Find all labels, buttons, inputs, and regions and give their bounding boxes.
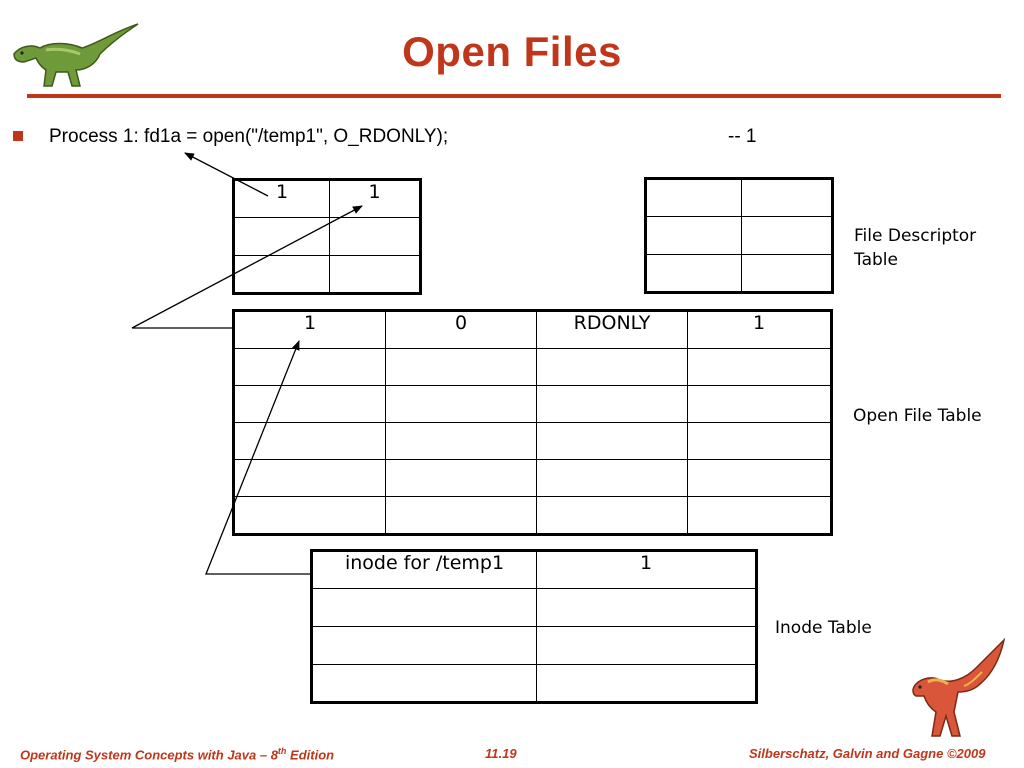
open-file-cell: RDONLY — [536, 310, 688, 349]
footer-right: Silberschatz, Galvin and Gagne ©2009 — [749, 746, 986, 761]
open-file-cell — [385, 385, 537, 423]
title-divider — [27, 94, 1001, 98]
inode-table: inode for /temp1 1 — [310, 549, 758, 704]
fd-table-process2 — [644, 177, 834, 294]
inode-cell: 1 — [536, 550, 757, 589]
green-dinosaur-icon — [13, 23, 139, 87]
bullet-text: Process 1: fd1a = open("/temp1", O_RDONL… — [49, 126, 449, 147]
fd-cell — [233, 217, 330, 256]
open-file-cell — [536, 496, 688, 535]
open-file-cell — [687, 496, 832, 535]
fd-cell — [741, 254, 833, 293]
fd-cell — [645, 178, 742, 217]
open-file-table-label: Open File Table — [853, 406, 982, 426]
fd-cell — [741, 178, 833, 217]
open-file-cell: 1 — [687, 310, 832, 349]
footer-left-suffix: Edition — [286, 747, 335, 763]
fd-cell — [233, 255, 330, 294]
open-file-cell — [233, 348, 386, 386]
inode-cell — [311, 588, 537, 627]
fd-cell — [329, 217, 421, 256]
open-file-cell — [687, 422, 832, 460]
fd-cell — [645, 216, 742, 255]
arrow-openfile-to-fd — [131, 205, 363, 329]
fd-cell: 1 — [329, 179, 421, 218]
arrow-inode-to-openfile — [205, 340, 310, 575]
bullet-note: -- 1 — [728, 126, 757, 147]
footer-left-sup: th — [277, 746, 287, 756]
inode-cell — [536, 664, 757, 703]
open-file-table: 1 0 RDONLY 1 — [232, 309, 833, 536]
page-title: Open Files — [402, 28, 622, 75]
inode-cell — [311, 664, 537, 703]
fd-table-process1: 1 1 — [232, 178, 422, 295]
arrow-fd-to-variable — [184, 152, 269, 197]
open-file-cell — [536, 348, 688, 386]
footer-page-number: 11.19 — [485, 746, 517, 761]
open-file-cell — [233, 459, 386, 497]
open-file-cell — [385, 496, 537, 535]
open-file-cell — [233, 385, 386, 423]
open-file-cell — [233, 496, 386, 535]
fd-cell — [741, 216, 833, 255]
open-file-cell: 0 — [385, 310, 537, 349]
fd-table-label: File Descriptor Table — [854, 224, 976, 272]
fd-cell — [329, 255, 421, 294]
footer-left-prefix: Operating System Concepts with Java – 8 — [20, 747, 278, 763]
footer-left: Operating System Concepts with Java – 8t… — [20, 746, 334, 762]
red-dinosaur-icon — [912, 638, 1006, 737]
inode-table-label: Inode Table — [775, 618, 872, 638]
bullet-square-icon — [13, 131, 23, 141]
fd-table-label-line1: File Descriptor — [854, 226, 977, 246]
open-file-cell — [536, 459, 688, 497]
fd-table-label-line2: Table — [854, 250, 898, 270]
inode-cell: inode for /temp1 — [311, 550, 537, 589]
open-file-cell — [385, 459, 537, 497]
